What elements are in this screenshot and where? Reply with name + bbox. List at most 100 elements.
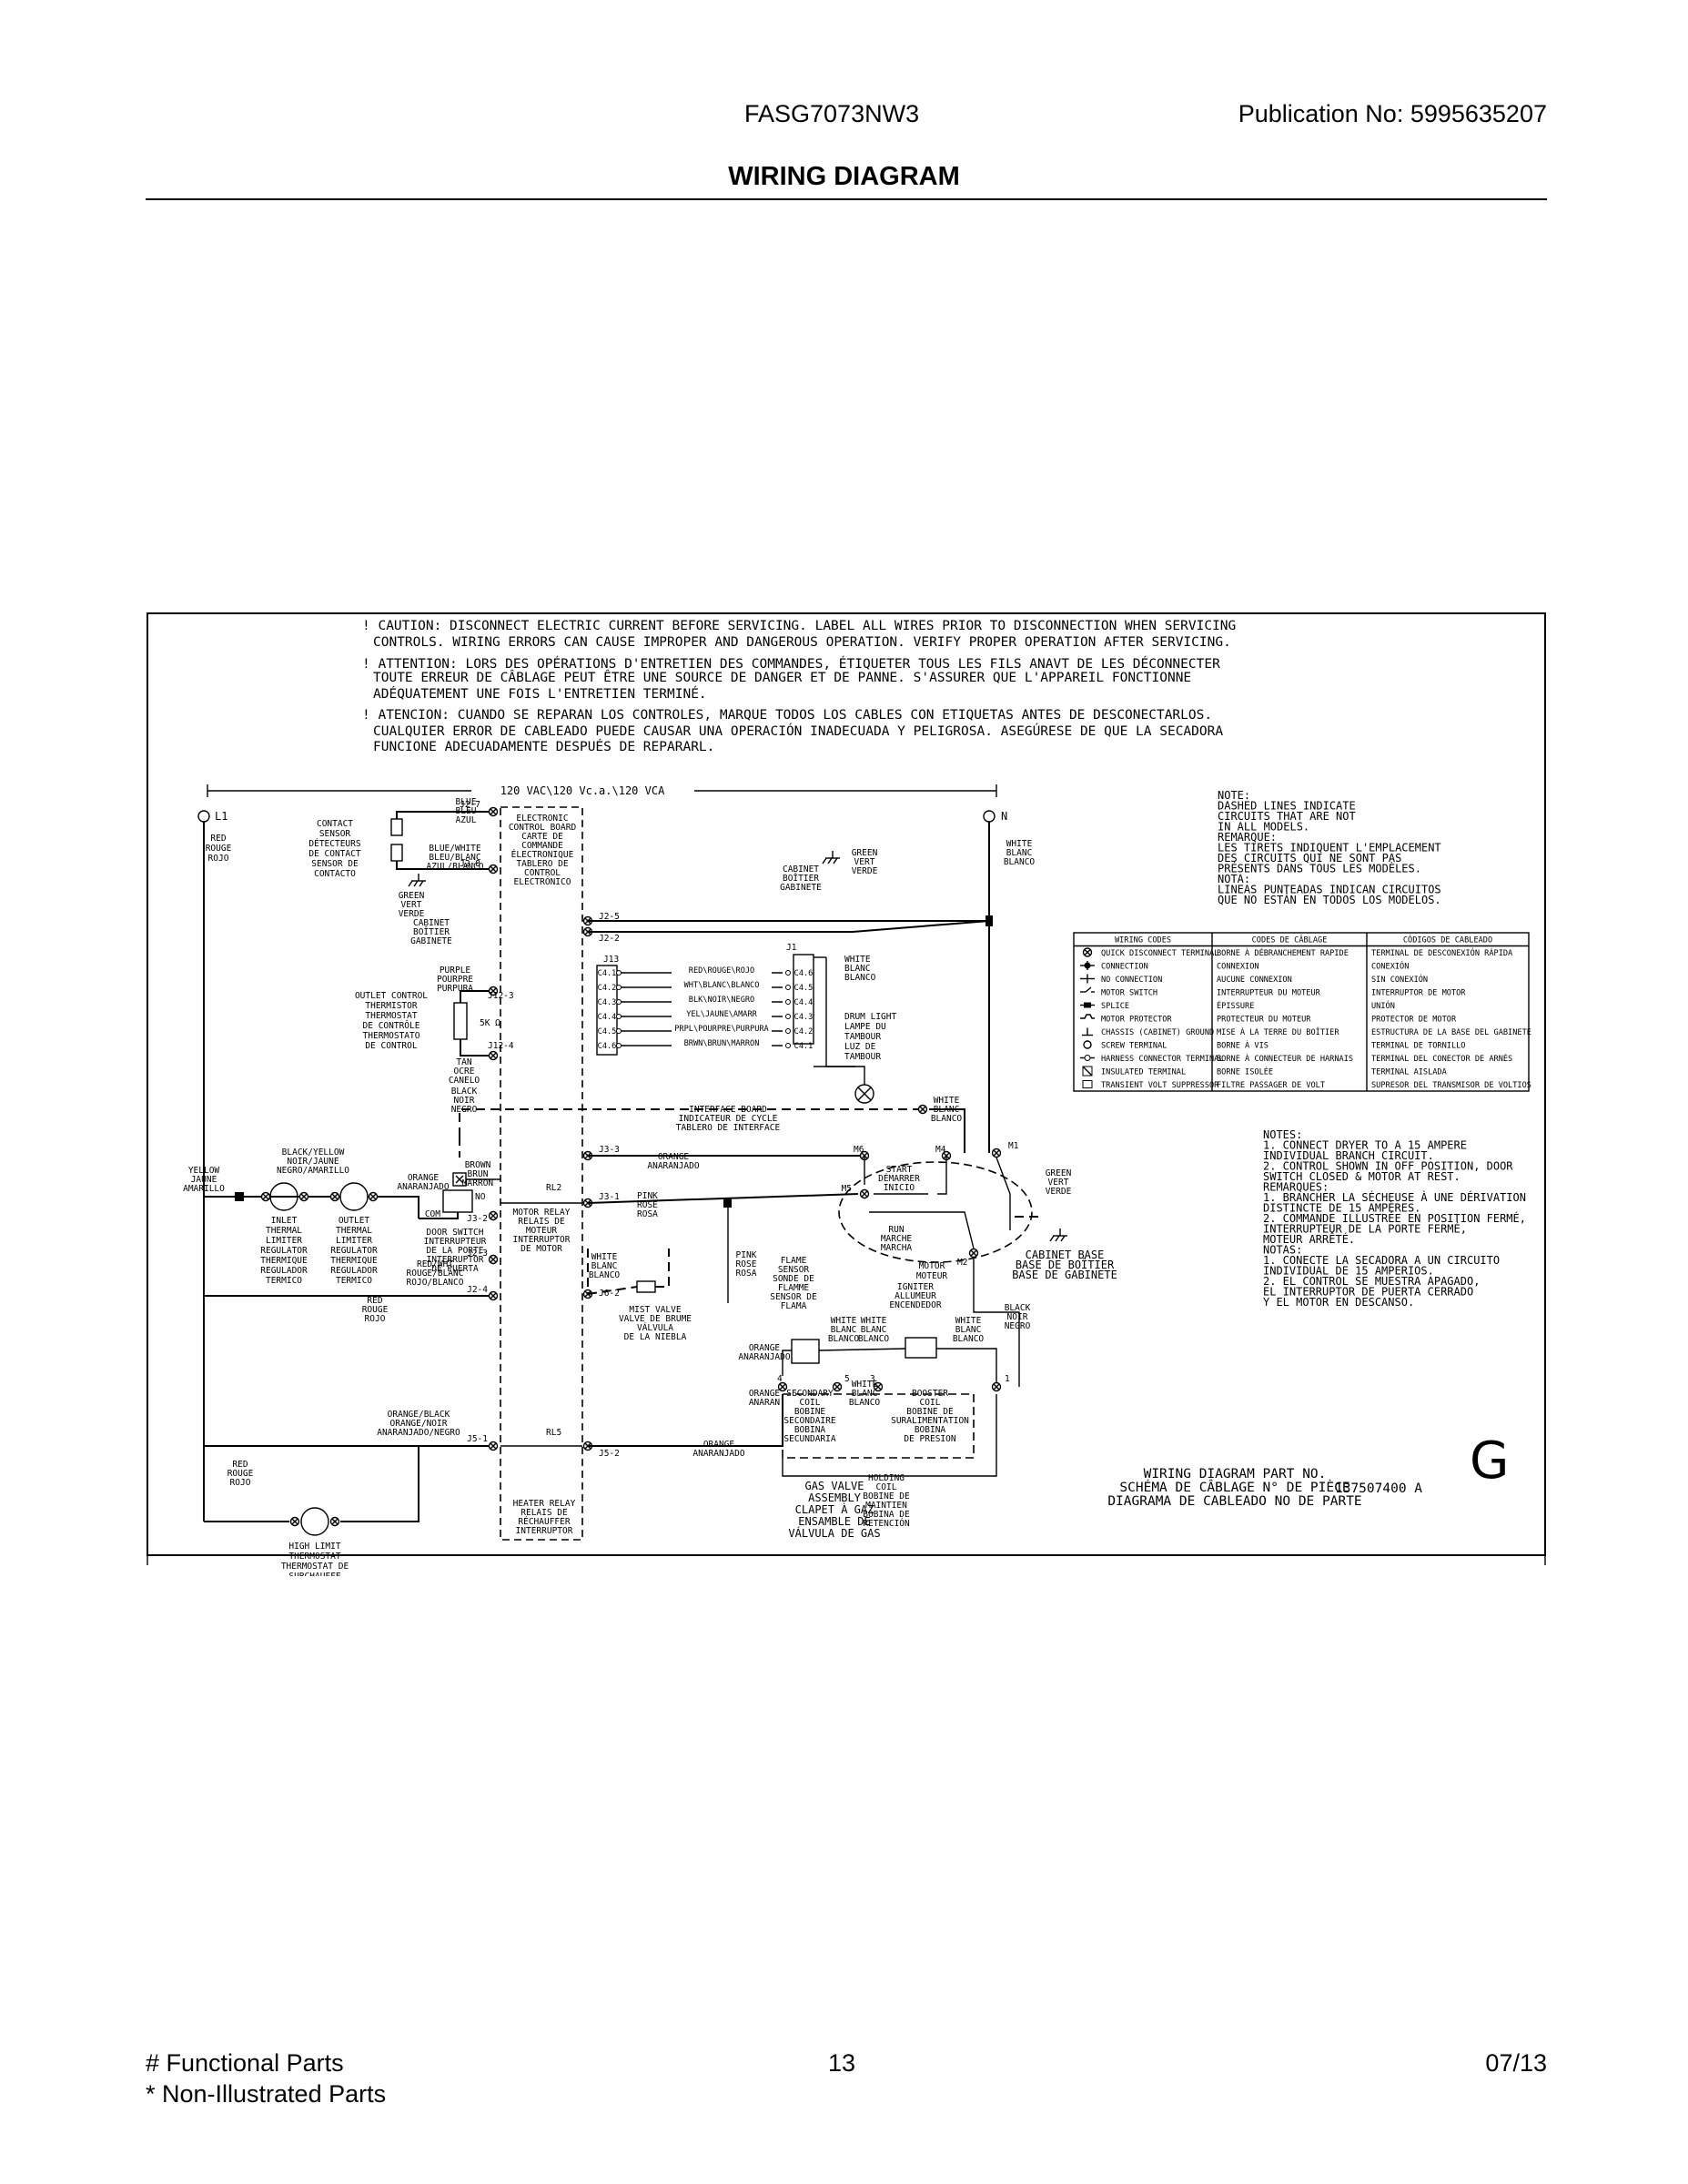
harness-pin (785, 999, 791, 1005)
terminal-mark (919, 1106, 926, 1113)
harness-connector-symbol (1084, 1055, 1091, 1061)
ecb-label: ÉLECTRONIQUE (511, 849, 574, 860)
brown-wire-label: BRUN (468, 1169, 489, 1179)
page-title: WIRING DIAGRAM (728, 162, 960, 191)
flame-sensor-white2-label: BLANCO (858, 1334, 890, 1344)
door-switch-label: INTERRUPTOR (427, 1255, 484, 1265)
l1-wire-color: ROJO (208, 854, 229, 864)
igniter-label: ENCENDEDOR (889, 1300, 941, 1310)
codes-table-cell: INTERRUPTEUR DU MOTEUR (1217, 989, 1321, 998)
orange-j33-label: ORANGE (658, 1152, 690, 1162)
terminal-mark (490, 1442, 497, 1450)
cabinet-top-label: BOÎTIER (783, 873, 819, 884)
codes-table-cell: BORNE À CONNECTEUR DE HARNAIS (1217, 1053, 1353, 1064)
orange-black-label: ANARANJADO/NEGRO (377, 1428, 460, 1438)
orange-door-label: ANARANJADO (397, 1182, 449, 1192)
insulated-terminal-symbol (1082, 1066, 1093, 1077)
motor-ground-icon (1060, 1235, 1066, 1242)
terminal-mark (834, 1383, 841, 1390)
codes-table-cell: MOTOR PROTECTOR (1101, 1016, 1172, 1025)
door-switch-icon (442, 1189, 473, 1213)
terminal-mark (993, 1383, 1000, 1390)
harness-color-label: YEL\JAUNE\AMARR (686, 1010, 757, 1019)
ecb-label: TABLERO DE (516, 859, 568, 869)
outlet-thermal-label: REGULADOR (330, 1266, 378, 1276)
door-switch-label: DE PUERTA (431, 1264, 479, 1274)
mist-valve-label: DE LA NIEBLA (624, 1332, 687, 1342)
brown-wire-label: MARRON (462, 1178, 494, 1188)
thermistor-wire (460, 1039, 493, 1057)
j1-pin-label: C4.6 (794, 969, 814, 978)
thermistor-wire (460, 990, 493, 1003)
motor-relay-label: MOTOR RELAY (513, 1208, 571, 1218)
terminal-mark (490, 1052, 497, 1059)
n-label: N (1001, 810, 1007, 823)
flame-sensor-label: FLAMA (781, 1301, 807, 1311)
purple-wire-label: POURPRE (437, 975, 473, 985)
orange-door-wire (368, 1196, 419, 1218)
red-wht-label: RED/WHT (417, 1259, 453, 1269)
secondary-white-label: BLANC (852, 1389, 878, 1399)
harness-pin (616, 970, 622, 976)
orange-door-label: ORANGE (408, 1173, 440, 1183)
terminal-mark (300, 1193, 308, 1200)
blue-wire-label: AZUL (456, 815, 477, 825)
splice-symbol (1084, 1002, 1091, 1008)
codes-table-cell: UNIÓN (1371, 1000, 1395, 1011)
thermistor-resistance: 5K Ω (480, 1018, 500, 1028)
gas-valve-terminal-1-label: 1 (1005, 1374, 1010, 1384)
wiring-codes-table (1073, 932, 1530, 1092)
cabinet-base-label: BASE DE GABINETE (1012, 1269, 1117, 1281)
warning-text: CONTROLS. WIRING ERRORS CAN CAUSE IMPROP… (373, 635, 1231, 650)
outlet-control-label: THERMOSTATO (363, 1031, 420, 1041)
installation-notes: Y EL MOTOR EN DESCANSO. (1263, 1296, 1414, 1309)
igniter-icon (905, 1337, 937, 1359)
rl2-label: RL2 (546, 1183, 561, 1193)
harness-label-bg (672, 995, 772, 1004)
door-switch-icon (455, 1175, 464, 1184)
dashed-lines-note: LINEAS PUNTEADAS INDICAN CIRCUITOS (1218, 884, 1441, 896)
codes-table-cell: TERMINAL DEL CONECTOR DE ARNÉS (1371, 1053, 1512, 1064)
mist-valve-label: VÁLVULA (637, 1322, 673, 1333)
igniter-white-label: BLANCO (953, 1334, 985, 1344)
red-j24-label: RED (367, 1296, 382, 1306)
codes-table-cell: QUICK DISCONNECT TERMINAL (1101, 949, 1218, 958)
harness-pin (616, 985, 622, 990)
diagram-frame (147, 612, 1546, 1565)
gas-valve-label: GAS VALVE (804, 1480, 864, 1492)
warning-text: ! ATTENTION: LORS DES OPÉRATIONS D'ENTRE… (362, 656, 1220, 672)
white-j62-label: BLANCO (589, 1270, 621, 1280)
yellow-wire-label: JAUNE (191, 1175, 217, 1185)
flame-sensor-white-label: WHITE (831, 1316, 857, 1326)
codes-table-cell: SIN CONEXIÓN (1371, 974, 1428, 985)
door-switch-com: COM (425, 1209, 440, 1219)
inlet-thermal-label: THERMAL (266, 1226, 302, 1236)
inlet-thermal-label: INLET (271, 1216, 298, 1226)
codes-table-cell: MISE À LA TERRE DU BOÎTIER (1217, 1026, 1339, 1037)
terminal-mark (490, 1292, 497, 1299)
flame-sensor-label: FLAMME (778, 1283, 810, 1293)
terminal-mark (490, 808, 497, 815)
rl5-label: RL5 (546, 1428, 561, 1438)
booster-coil-label: BOBINA (915, 1425, 946, 1435)
j2-4-label: J2-4 (467, 1285, 488, 1295)
harness-pin (785, 1014, 791, 1019)
high-limit-red-label: ROJO (230, 1478, 251, 1488)
codes-table-cell: BORNE À VIS (1217, 1040, 1269, 1051)
orange-j52-label: ORANGE (703, 1440, 735, 1450)
j13-pin-label: C4.2 (598, 984, 617, 993)
red-wht-label: ROJO/BLANCO (407, 1278, 464, 1288)
drum-light-wire-label: BLANC (844, 964, 871, 974)
warning-text: CUALQUIER ERROR DE CABLEADO PUEDE CAUSAR… (373, 723, 1223, 739)
warning-text: FUNCIONE ADECUADAMENTE DESPUÉS DE REPARA… (373, 739, 714, 754)
interface-board-label: INDICATEUR DE CYCLE (679, 1114, 778, 1124)
secondary-coil-label: SECONDARY (786, 1389, 834, 1399)
blue-white-wire-label: BLEU/BLANC (429, 853, 480, 863)
installation-notes: REMARQUES: (1263, 1181, 1329, 1194)
screw-terminal-symbol (1083, 1040, 1092, 1049)
codes-table-cell: TERMINAL AISLADA (1371, 1068, 1448, 1077)
l1-wire-color: RED (210, 834, 226, 844)
outlet-control-label: DE CONTROL (365, 1041, 417, 1051)
orange-j33-label: ANARANJADO (647, 1161, 699, 1171)
flame-sensor-orange-label: ANARANJADO (738, 1352, 790, 1362)
